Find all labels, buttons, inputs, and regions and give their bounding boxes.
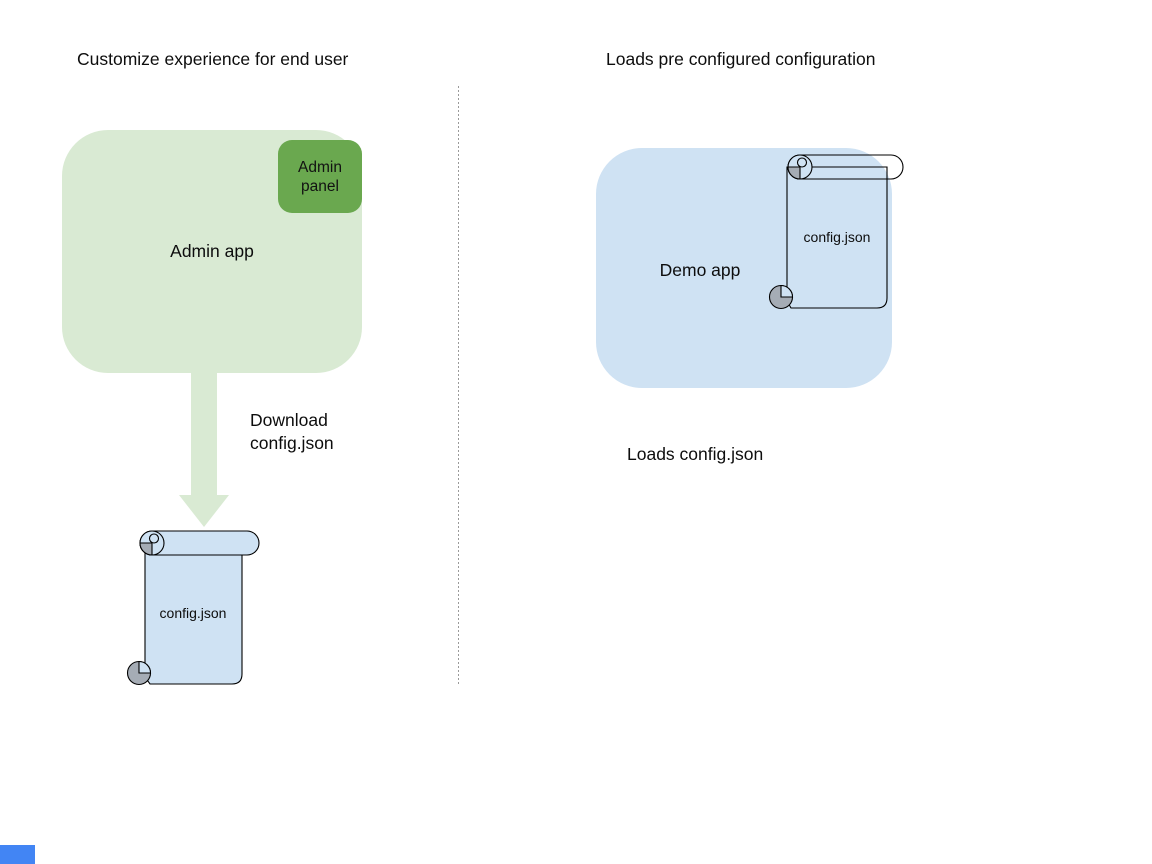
download-arrow-icon [179,373,229,527]
download-arrow-shape [179,373,229,527]
right-section-title: Loads pre configured configuration [606,49,876,69]
config-json-scroll-icon-left [126,530,260,686]
config-json-label-right: config.json [803,229,871,245]
admin-panel-shape: Admin panel [278,140,362,213]
admin-app-label: Admin app [170,241,254,261]
loads-config-caption: Loads config.json [627,444,764,464]
scroll-shape [126,530,260,686]
config-json-scroll-icon-right [768,154,904,310]
demo-app-label: Demo app [659,260,741,280]
corner-blue-shape [0,845,35,864]
download-caption: Download config.json [250,410,334,453]
section-divider [458,86,459,684]
demo-app-shape: Demo app [596,148,892,388]
admin-panel-label: Admin panel [298,158,342,195]
left-section-title: Customize experience for end user [77,49,349,69]
scroll-shape [768,154,904,310]
config-json-label-left: config.json [159,605,227,621]
